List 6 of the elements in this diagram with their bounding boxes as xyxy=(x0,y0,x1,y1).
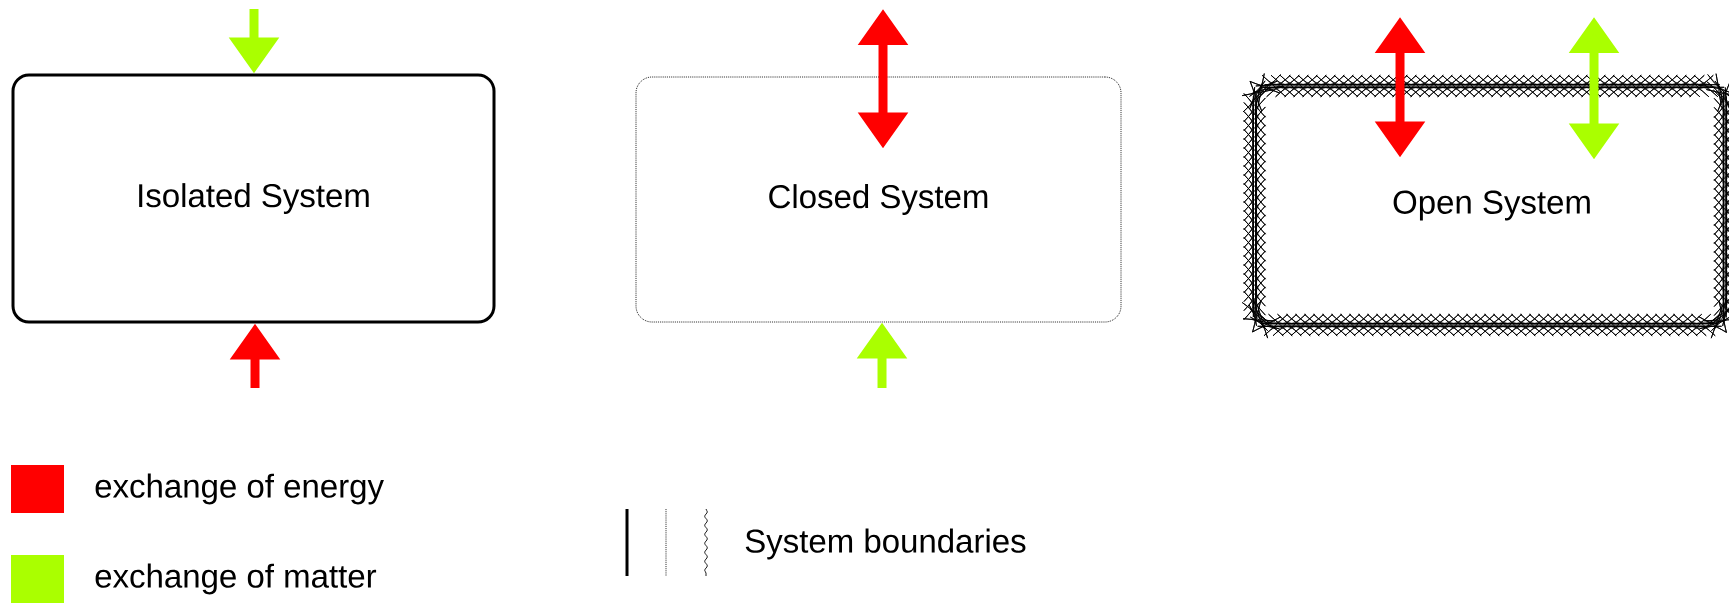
legend-text: exchange of matter xyxy=(95,563,377,595)
system-box: Isolated System xyxy=(11,73,496,324)
system-box: Open System xyxy=(1241,73,1729,339)
system-box: Closed System xyxy=(635,76,1122,323)
legend-text: System boundaries xyxy=(745,528,1026,560)
legend-text: exchange of energy xyxy=(95,473,384,505)
